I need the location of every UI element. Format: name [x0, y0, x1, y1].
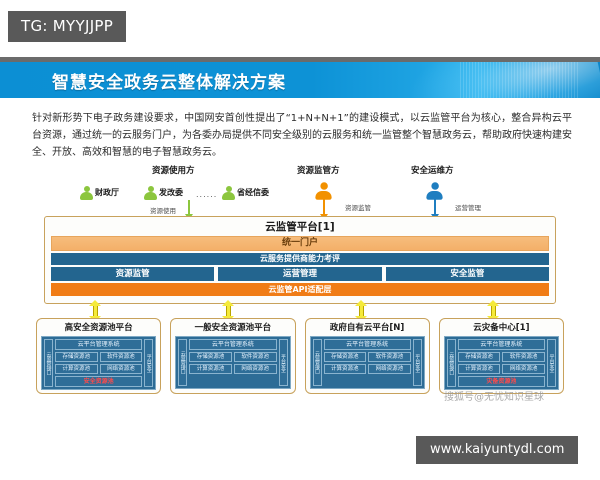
arrow-label-operate: 运营管理 — [455, 204, 481, 212]
actor-resource-supervisor — [315, 180, 332, 200]
cell-card-footer: 灾备资源池 — [457, 376, 545, 387]
cell-compute-pool: 计算资源池 — [457, 364, 501, 374]
actor-caizhengting: 财政厅 — [80, 182, 119, 201]
person-icon — [315, 181, 332, 200]
group-label-resource-supervisor: 资源监管方 — [297, 166, 340, 176]
cell-software-pool: 软件资源池 — [368, 352, 411, 362]
tg-tag-badge: TG: MYYJJPP — [8, 11, 127, 42]
cell-cloud-mgmt-system: 云平台管理系统 — [189, 339, 277, 350]
card-title: 云灾备中心[1] — [473, 323, 530, 333]
pool-row-1: 存储资源池 软件资源池 — [323, 352, 411, 362]
actor-fagaiwei: 发改委 — [144, 182, 183, 201]
card-right-label: 平台安全 — [278, 339, 288, 386]
card-general-security-pool[interactable]: 一般安全资源池平台 云监管接口 云平台管理系统 存储资源池 软件资源池 计算资源… — [170, 318, 296, 394]
cell-storage-pool: 存储资源池 — [55, 352, 98, 362]
card-government-own-cloud[interactable]: 政府自有云平台[N] 云监管接口 云平台管理系统 存储资源池 软件资源池 计算资… — [304, 318, 430, 394]
person-icon — [144, 185, 157, 200]
card-title: 一般安全资源池平台 — [194, 323, 272, 333]
platform-module-row: 资源监管 运营管理 安全监管 — [51, 267, 549, 281]
header-blue-band — [0, 62, 600, 98]
person-icon — [222, 185, 235, 200]
card-right-label: 平台安全 — [412, 339, 422, 386]
card-left-label: 云监管接口 — [312, 339, 322, 386]
module-resource-supervision[interactable]: 资源监管 — [51, 267, 215, 281]
card-title: 高安全资源池平台 — [64, 323, 133, 333]
actors-row: 资源使用方 资源监管方 安全运维方 财政厅 发改委 ...... 省经信委 资源… — [0, 164, 600, 222]
unified-portal-bar[interactable]: 统一门户 — [51, 236, 549, 251]
pool-row-2: 计算资源池 网络资源池 — [55, 364, 143, 374]
url-badge: www.kaiyuntydl.com — [416, 436, 579, 464]
provider-evaluation-bar[interactable]: 云服务提供商能力考评 — [51, 253, 549, 265]
cell-storage-pool: 存储资源池 — [457, 352, 501, 362]
actor-shengjingxinwei: 省经信委 — [222, 182, 269, 201]
card-high-security-pool[interactable]: 高安全资源池平台 云监管接口 云平台管理系统 存储资源池 软件资源池 计算资源池… — [36, 318, 162, 394]
card-left-label: 云监管接口 — [178, 339, 188, 386]
header-gray-strip — [0, 57, 600, 62]
card-left-label: 云监管接口 — [446, 339, 456, 387]
pool-row-2: 计算资源池 网络资源池 — [323, 364, 411, 374]
card-core: 云平台管理系统 存储资源池 软件资源池 计算资源池 网络资源池 灾备资源池 — [457, 339, 545, 387]
pool-row-2: 计算资源池 网络资源池 — [189, 364, 277, 374]
cell-software-pool: 软件资源池 — [502, 352, 545, 362]
cell-compute-pool: 计算资源池 — [55, 364, 98, 374]
arrow-label-supervise: 资源监管 — [345, 204, 371, 212]
api-adaptation-layer-bar[interactable]: 云监管API适配层 — [51, 283, 549, 296]
card-right-label: 平台安全 — [144, 339, 154, 387]
group-label-security-ops: 安全运维方 — [411, 166, 454, 176]
platform-cards-row: 高安全资源池平台 云监管接口 云平台管理系统 存储资源池 软件资源池 计算资源池… — [36, 318, 564, 394]
cell-network-pool: 网络资源池 — [233, 364, 277, 374]
card-core: 云平台管理系统 存储资源池 软件资源池 计算资源池 网络资源池 安全资源池 — [55, 339, 143, 387]
cell-cloud-mgmt-system: 云平台管理系统 — [323, 339, 411, 350]
card-body: 云监管接口 云平台管理系统 存储资源池 软件资源池 计算资源池 网络资源池 灾备… — [443, 336, 559, 390]
pool-row-2: 计算资源池 网络资源池 — [457, 364, 545, 374]
cell-storage-pool: 存储资源池 — [323, 352, 367, 362]
actor-security-operator — [426, 180, 443, 200]
card-core: 云平台管理系统 存储资源池 软件资源池 计算资源池 网络资源池 — [323, 339, 411, 386]
pool-row-1: 存储资源池 软件资源池 — [457, 352, 545, 362]
cell-network-pool: 网络资源池 — [502, 364, 545, 374]
cell-software-pool: 软件资源池 — [233, 352, 277, 362]
group-label-resource-users: 资源使用方 — [152, 166, 195, 176]
actor-label: 发改委 — [159, 188, 183, 197]
arrow-label-use: 资源使用 — [150, 207, 176, 215]
cell-cloud-mgmt-system: 云平台管理系统 — [55, 339, 143, 350]
cell-card-footer: 安全资源池 — [55, 376, 143, 387]
pool-row-1: 存储资源池 软件资源池 — [189, 352, 277, 362]
cloud-supervision-platform: 云监管平台[1] 统一门户 云服务提供商能力考评 资源监管 运营管理 安全监管 … — [44, 216, 556, 304]
card-body: 云监管接口 云平台管理系统 存储资源池 软件资源池 计算资源池 网络资源池 平台… — [309, 336, 425, 389]
card-body: 云监管接口 云平台管理系统 存储资源池 软件资源池 计算资源池 网络资源池 安全… — [41, 336, 157, 390]
card-right-label: 平台安全 — [547, 339, 556, 387]
cell-storage-pool: 存储资源池 — [189, 352, 232, 362]
card-core: 云平台管理系统 存储资源池 软件资源池 计算资源池 网络资源池 — [189, 339, 277, 386]
page-title: 智慧安全政务云整体解决方案 — [52, 73, 286, 93]
module-operations-management[interactable]: 运营管理 — [218, 267, 382, 281]
cell-software-pool: 软件资源池 — [99, 352, 143, 362]
cell-cloud-mgmt-system: 云平台管理系统 — [457, 339, 545, 350]
card-left-label: 云监管接口 — [44, 339, 53, 387]
cell-network-pool: 网络资源池 — [368, 364, 411, 374]
card-cloud-disaster-recovery[interactable]: 云灾备中心[1] 云监管接口 云平台管理系统 存储资源池 软件资源池 计算资源池… — [438, 318, 564, 394]
cell-compute-pool: 计算资源池 — [189, 364, 232, 374]
card-title: 政府自有云平台[N] — [329, 323, 405, 333]
actors-ellipsis: ...... — [196, 190, 218, 199]
platform-title: 云监管平台[1] — [265, 221, 335, 233]
card-body: 云监管接口 云平台管理系统 存储资源池 软件资源池 计算资源池 网络资源池 平台… — [175, 336, 291, 389]
person-icon — [80, 185, 93, 200]
cell-network-pool: 网络资源池 — [99, 364, 143, 374]
actor-label: 财政厅 — [95, 188, 119, 197]
module-security-supervision[interactable]: 安全监管 — [385, 267, 549, 281]
cell-compute-pool: 计算资源池 — [323, 364, 367, 374]
intro-paragraph: 针对新形势下电子政务建设要求，中国网安首创性提出了“1+N+N+1”的建设模式，… — [32, 113, 572, 158]
sohu-watermark: 搜狐号@无忧知识星球 — [444, 392, 544, 403]
person-icon — [426, 181, 443, 200]
actor-label: 省经信委 — [237, 188, 269, 197]
pool-row-1: 存储资源池 软件资源池 — [55, 352, 143, 362]
